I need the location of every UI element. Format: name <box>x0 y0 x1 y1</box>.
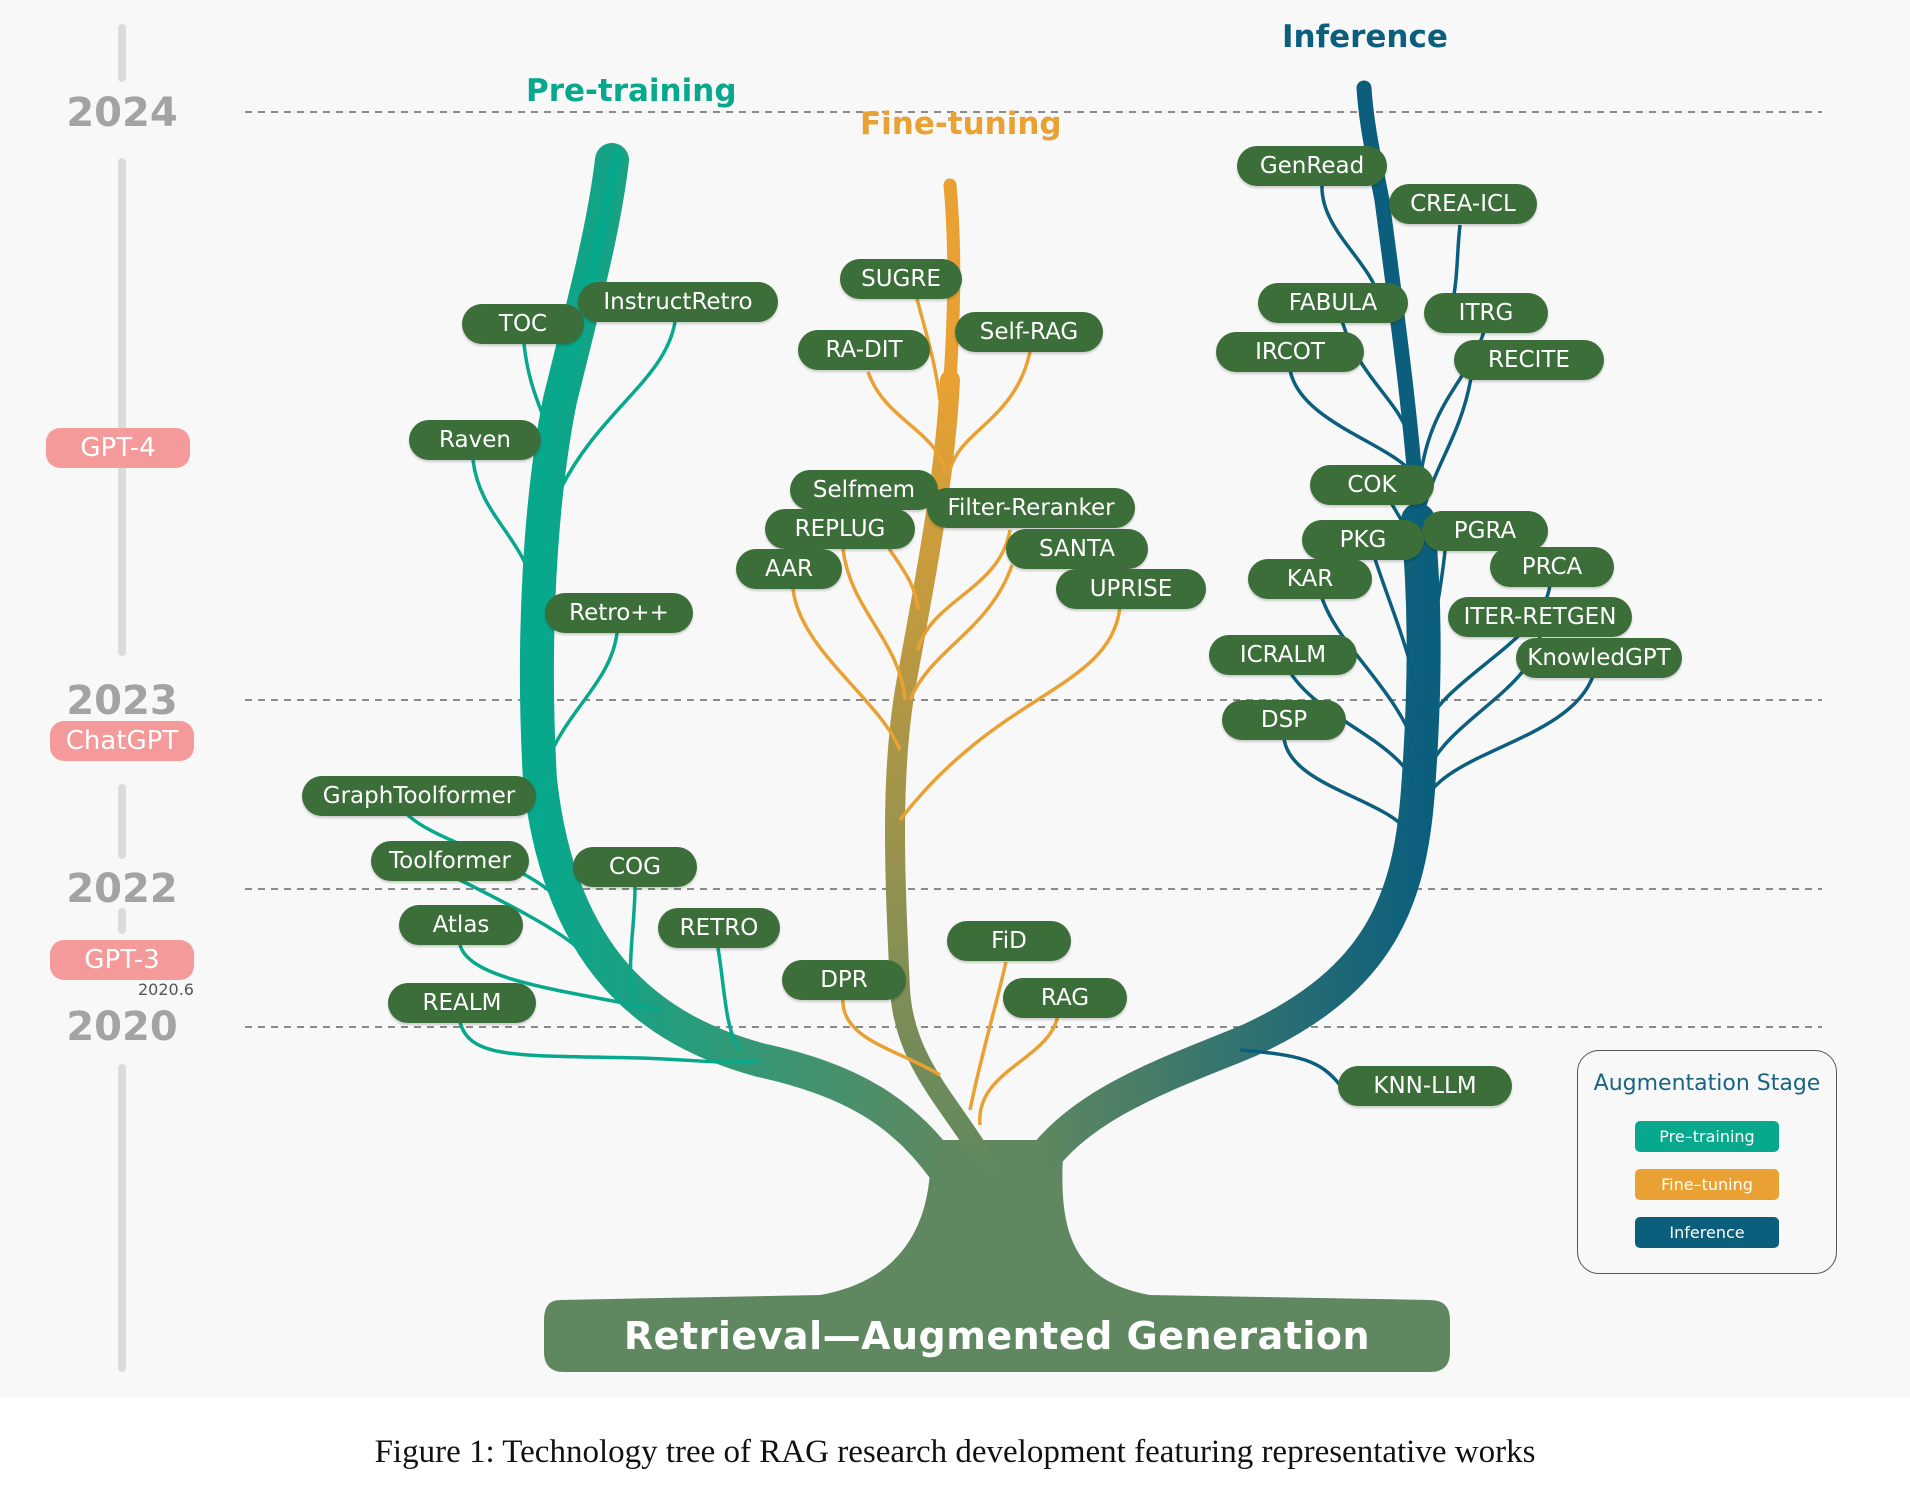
year-guide-lines <box>245 111 1822 1028</box>
node-replug: REPLUG <box>765 509 915 549</box>
finetuning-twigs <box>791 294 1122 1126</box>
node-knowledgpt: KnowledGPT <box>1516 638 1682 678</box>
node-pgra: PGRA <box>1422 511 1548 551</box>
node-rag: RAG <box>1003 978 1127 1018</box>
gpt3-date: 2020.6 <box>138 980 194 999</box>
node-retro-plus-plus: Retro++ <box>545 593 693 633</box>
pretraining-title: Pre-training <box>526 73 737 109</box>
legend-title: Augmentation Stage <box>1593 1071 1821 1096</box>
year-2023-label: 2023 <box>66 678 178 724</box>
pretraining-twigs <box>404 321 761 1064</box>
legend-item-inference: Inference <box>1635 1217 1779 1248</box>
node-toolformer: Toolformer <box>371 841 529 881</box>
node-santa: SANTA <box>1006 529 1148 569</box>
tree-graphic <box>118 24 1822 1372</box>
node-retro: RETRO <box>658 908 780 948</box>
node-instructretro: InstructRetro <box>578 282 778 322</box>
node-recite: RECITE <box>1454 340 1604 380</box>
pretraining-top-branch <box>554 149 623 406</box>
node-self-rag: Self-RAG <box>955 312 1103 352</box>
year-2022-label: 2022 <box>66 866 178 912</box>
node-crea-icl: CREA-ICL <box>1389 184 1537 224</box>
finetuning-main-branch <box>885 370 1005 1190</box>
node-pkg: PKG <box>1302 520 1424 560</box>
figure-caption: Figure 1: Technology tree of RAG researc… <box>374 1434 1536 1470</box>
node-cog: COG <box>573 847 697 887</box>
gpt4-badge: GPT-4 <box>46 428 190 468</box>
node-cok: COK <box>1310 465 1434 505</box>
node-fabula: FABULA <box>1258 283 1408 323</box>
node-itrg: ITRG <box>1424 293 1548 333</box>
root-label: Retrieval—Augmented Generation <box>623 1314 1371 1358</box>
node-dpr: DPR <box>782 960 906 1000</box>
node-prca: PRCA <box>1490 547 1614 587</box>
node-sugre: SUGRE <box>840 259 962 299</box>
node-knn-llm: KNN-LLM <box>1338 1066 1512 1106</box>
inference-title: Inference <box>1282 19 1448 55</box>
finetuning-title: Fine-tuning <box>860 106 1062 142</box>
node-aar: AAR <box>736 549 842 589</box>
node-icralm: ICRALM <box>1209 635 1357 675</box>
node-uprise: UPRISE <box>1056 569 1206 609</box>
node-fid: FiD <box>947 921 1071 961</box>
node-iter-retgen: ITER-RETGEN <box>1448 597 1632 637</box>
legend: Augmentation Stage Pre–training Fine–tun… <box>1577 1050 1837 1274</box>
node-selfmem: Selfmem <box>790 470 938 510</box>
node-toc: TOC <box>462 304 584 344</box>
node-dsp: DSP <box>1222 700 1346 740</box>
tree-trunk <box>544 1140 1450 1372</box>
year-2020-label: 2020 <box>66 1004 178 1050</box>
year-2024-label: 2024 <box>66 90 178 136</box>
inference-main-branch <box>1018 503 1441 1187</box>
figure-panel: 2024 2023 2022 2020 GPT-4 ChatGPT GPT-3 … <box>46 19 1837 1372</box>
node-realm: REALM <box>388 983 536 1023</box>
node-graphtoolformer: GraphToolformer <box>302 776 536 816</box>
node-filter-reranker: Filter-Reranker <box>927 488 1135 528</box>
node-ircot: IRCOT <box>1216 332 1364 372</box>
inference-top-branch <box>1356 80 1426 528</box>
gpt3-badge: GPT-3 <box>50 940 194 980</box>
node-raven: Raven <box>409 420 541 460</box>
node-atlas: Atlas <box>399 905 523 945</box>
legend-item-finetuning: Fine–tuning <box>1635 1169 1779 1200</box>
legend-item-pretraining: Pre–training <box>1635 1121 1779 1152</box>
node-kar: KAR <box>1248 559 1372 599</box>
chatgpt-badge: ChatGPT <box>50 721 194 761</box>
node-genread: GenRead <box>1237 146 1387 186</box>
node-ra-dit: RA-DIT <box>798 330 930 370</box>
